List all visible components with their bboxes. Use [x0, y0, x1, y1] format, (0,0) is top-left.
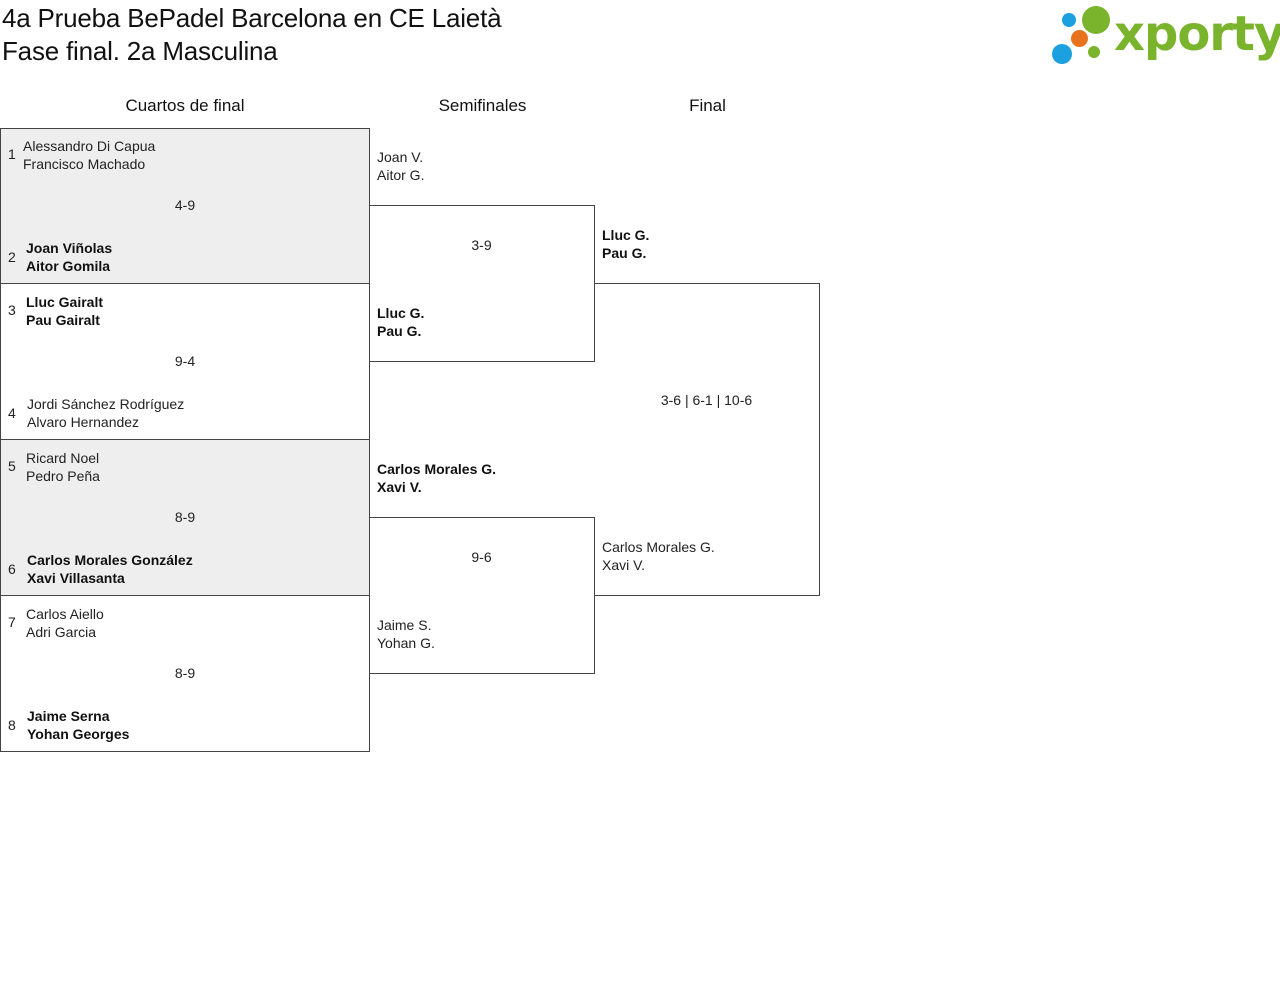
player-name: Jordi Sánchez Rodríguez	[27, 396, 185, 412]
player-name: Pau G.	[602, 245, 647, 261]
semifinal-1-team-bottom-winner[interactable]: Lluc G. Pau G.	[377, 304, 424, 340]
seed-number: 1	[8, 146, 16, 162]
xporty-logo[interactable]: xporty	[1052, 4, 1280, 68]
logo-dot-blue-small	[1062, 13, 1076, 27]
player-name: Pau Gairalt	[26, 312, 100, 328]
team-5-names[interactable]: Ricard Noel Pedro Peña	[26, 449, 100, 485]
logo-dot-orange	[1071, 30, 1088, 47]
player-name: Carlos Morales González	[27, 552, 193, 568]
quarterfinal-match-4[interactable]: 7 Carlos Aiello Adri Garcia 8-9 8 Jaime …	[0, 595, 370, 752]
quarterfinal-match-3[interactable]: 5 Ricard Noel Pedro Peña 8-9 6 Carlos Mo…	[0, 439, 370, 596]
player-name: Carlos Morales G.	[602, 539, 715, 555]
title-line-2: Fase final. 2a Masculina	[2, 36, 278, 66]
player-name: Yohan Georges	[27, 726, 130, 742]
team-2-names-winner[interactable]: Joan Viñolas Aitor Gomila	[26, 239, 112, 275]
seed-number: 8	[8, 717, 16, 733]
semifinal-match-1[interactable]: 3-9 Lluc G. Pau G.	[369, 205, 595, 362]
team-8-names-winner[interactable]: Jaime Serna Yohan Georges	[27, 707, 129, 743]
title-line-1: 4a Prueba BePadel Barcelona en CE Laietà	[2, 3, 502, 33]
player-name: Joan Viñolas	[26, 240, 113, 256]
semifinal-2-team-bottom[interactable]: Jaime S. Yohan G.	[377, 616, 435, 652]
player-name: Lluc G.	[602, 227, 650, 243]
seed-number: 5	[8, 458, 16, 474]
seed-number: 3	[8, 302, 16, 318]
quarterfinal-match-2[interactable]: 3 Lluc Gairalt Pau Gairalt 9-4 4 Jordi S…	[0, 283, 370, 440]
player-name: Aitor G.	[377, 167, 425, 183]
player-name: Alvaro Hernandez	[27, 414, 140, 430]
player-name: Xavi V.	[377, 479, 422, 495]
logo-text: xporty	[1114, 6, 1280, 62]
seed-number: 2	[8, 249, 16, 265]
logo-dot-green-large	[1082, 6, 1110, 34]
player-name: Xavi Villasanta	[27, 570, 125, 586]
semifinal-match-2[interactable]: 9-6 Jaime S. Yohan G.	[369, 517, 595, 674]
logo-dot-blue-large	[1052, 44, 1072, 64]
round-header-final: Final	[689, 96, 726, 115]
final-team-top-winner[interactable]: Lluc G. Pau G.	[602, 226, 649, 262]
team-1-names[interactable]: Alessandro Di Capua Francisco Machado	[23, 137, 155, 173]
round-header-semifinals: Semifinales	[438, 96, 527, 115]
team-7-names[interactable]: Carlos Aiello Adri Garcia	[26, 605, 104, 641]
quarterfinal-match-1[interactable]: 1 Alessandro Di Capua Francisco Machado …	[0, 128, 370, 284]
match-score: 4-9	[174, 197, 196, 213]
player-name: Pedro Peña	[26, 468, 100, 484]
player-name: Francisco Machado	[23, 156, 146, 172]
team-6-names-winner[interactable]: Carlos Morales González Xavi Villasanta	[27, 551, 193, 587]
semifinal-2-team-top-winner[interactable]: Carlos Morales G. Xavi V.	[377, 460, 496, 496]
page-title: 4a Prueba BePadel Barcelona en CE Laietà…	[2, 2, 502, 68]
player-name: Pau G.	[377, 323, 422, 339]
player-name: Xavi V.	[602, 557, 646, 573]
player-name: Yohan G.	[377, 635, 435, 651]
match-score: 9-4	[174, 353, 196, 369]
player-name: Joan V.	[377, 149, 424, 165]
player-name: Lluc Gairalt	[26, 294, 104, 310]
semifinal-1-team-top[interactable]: Joan V. Aitor G.	[377, 148, 424, 184]
seed-number: 4	[8, 405, 16, 421]
final-team-bottom[interactable]: Carlos Morales G. Xavi V.	[602, 538, 715, 574]
player-name: Aitor Gomila	[26, 258, 111, 274]
match-score: 9-6	[471, 549, 492, 565]
player-name: Alessandro Di Capua	[23, 138, 156, 154]
round-header-quarterfinals: Cuartos de final	[125, 96, 245, 115]
player-name: Jaime S.	[377, 617, 432, 633]
team-4-names[interactable]: Jordi Sánchez Rodríguez Alvaro Hernandez	[27, 395, 184, 431]
final-match[interactable]: 3-6 | 6-1 | 10-6 Carlos Morales G. Xavi …	[594, 283, 820, 596]
seed-number: 6	[8, 561, 16, 577]
player-name: Ricard Noel	[26, 450, 100, 466]
match-score: 3-6 | 6-1 | 10-6	[660, 392, 753, 408]
player-name: Adri Garcia	[26, 624, 97, 640]
player-name: Carlos Morales G.	[377, 461, 497, 477]
team-3-names-winner[interactable]: Lluc Gairalt Pau Gairalt	[26, 293, 103, 329]
player-name: Lluc G.	[377, 305, 425, 321]
match-score: 8-9	[174, 509, 196, 525]
logo-dot-green-small	[1088, 46, 1100, 58]
match-score: 3-9	[471, 237, 492, 253]
player-name: Carlos Aiello	[26, 606, 104, 622]
match-score: 8-9	[174, 665, 196, 681]
player-name: Jaime Serna	[27, 708, 110, 724]
seed-number: 7	[8, 614, 16, 630]
